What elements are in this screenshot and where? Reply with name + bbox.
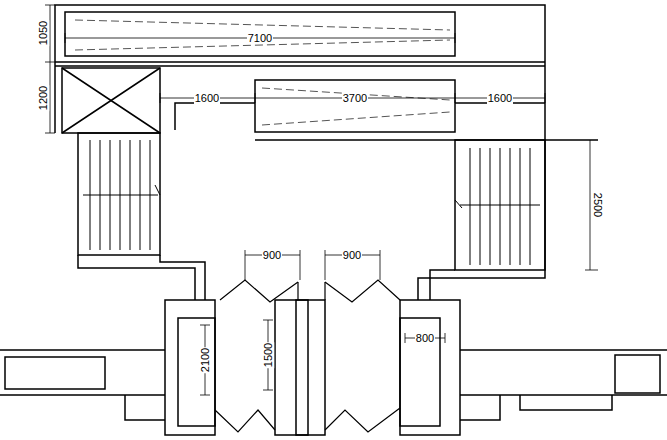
- dimension-label: 800: [415, 332, 435, 344]
- ramp-lower: [255, 80, 455, 132]
- dim-line: [65, 33, 455, 43]
- ramp-upper: [65, 12, 455, 56]
- walls: [0, 5, 667, 435]
- dimension-label: 1200: [37, 85, 49, 111]
- pier-inner: [178, 318, 215, 426]
- wall-link: [418, 270, 545, 300]
- doors: [215, 280, 400, 432]
- pier-inner: [400, 318, 440, 426]
- pier: [165, 300, 215, 435]
- landing-wall: [55, 62, 545, 66]
- door-leaf: [325, 280, 400, 302]
- step: [125, 395, 612, 420]
- dimension-label: 3700: [342, 92, 368, 104]
- dimension-label: 900: [262, 249, 282, 261]
- slope-dash: [75, 20, 450, 50]
- dimension-label: 900: [342, 249, 362, 261]
- stair-treads: [83, 140, 540, 265]
- tread-lines: [460, 148, 540, 265]
- pier-inner: [296, 300, 308, 435]
- door-leaf: [220, 280, 298, 302]
- dimension-lines: [45, 5, 598, 395]
- dimension-label: 2100: [199, 347, 211, 373]
- dim-line: [160, 93, 545, 103]
- stair-left: [78, 133, 160, 255]
- dim-line: [405, 333, 445, 343]
- door-jamb: [298, 282, 325, 300]
- stair-right: [455, 140, 545, 270]
- side-wall: [0, 350, 667, 395]
- slope-dash: [262, 88, 450, 125]
- tread-lines: [83, 140, 158, 250]
- dimension-label: 2500: [592, 192, 604, 218]
- dimension-label: 1500: [262, 342, 274, 368]
- pier: [400, 300, 460, 435]
- inner-wall: [175, 103, 255, 130]
- door-leaf: [325, 408, 400, 432]
- door-leaf: [215, 410, 275, 432]
- dimension-label: 1600: [487, 92, 513, 104]
- dimension-label: 1050: [37, 20, 49, 46]
- outer-wall: [55, 5, 545, 270]
- inner-wall: [255, 103, 598, 140]
- shaft-cross: [62, 68, 160, 133]
- dim-line: [245, 250, 380, 280]
- dimension-label: 7100: [247, 32, 273, 44]
- side-element: [5, 357, 105, 389]
- pier: [275, 300, 325, 435]
- wall-link: [78, 255, 205, 300]
- slope-lines: [75, 20, 450, 125]
- dimension-label: 1600: [194, 92, 220, 104]
- shaft-box: [62, 68, 160, 133]
- stair-arrow: [155, 185, 462, 208]
- side-element: [615, 355, 660, 393]
